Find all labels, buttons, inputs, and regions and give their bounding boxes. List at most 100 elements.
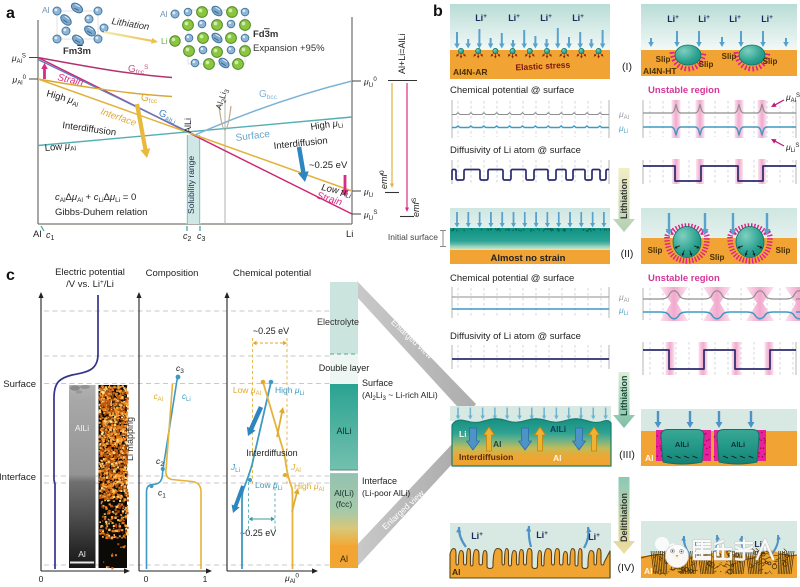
svg-text:(II): (II) xyxy=(621,248,634,260)
svg-text:Slip: Slip xyxy=(710,253,725,262)
svg-text:Slip: Slip xyxy=(722,52,737,61)
svg-text:Li+: Li+ xyxy=(588,532,600,542)
svg-text:μLi0: μLi0 xyxy=(363,76,377,89)
svg-text:Li+: Li+ xyxy=(475,13,487,23)
svg-text:Unstable region: Unstable region xyxy=(648,85,720,96)
svg-text:c1: c1 xyxy=(46,230,55,242)
svg-text:Composition: Composition xyxy=(146,268,199,279)
svg-text:High μLi: High μLi xyxy=(275,385,304,397)
svg-text:Fm3m: Fm3m xyxy=(63,46,91,57)
svg-text:/V vs. Li+/Li: /V vs. Li+/Li xyxy=(66,279,114,290)
svg-text:Li+: Li+ xyxy=(508,13,520,23)
svg-text:c3: c3 xyxy=(176,363,184,375)
svg-text:μAl: μAl xyxy=(618,109,629,121)
svg-text:μAl0: μAl0 xyxy=(12,74,27,87)
svg-text:emf0: emf0 xyxy=(379,170,389,189)
svg-text:Initial surface: Initial surface xyxy=(388,232,438,242)
svg-text:Low μAl: Low μAl xyxy=(44,140,77,155)
svg-text:Double layer: Double layer xyxy=(319,363,370,373)
svg-text:Li: Li xyxy=(459,429,467,439)
svg-text:High μAl: High μAl xyxy=(294,481,324,493)
svg-text:Al: Al xyxy=(340,554,348,564)
svg-text:0: 0 xyxy=(144,574,149,584)
svg-text:Al4N-AR: Al4N-AR xyxy=(453,67,487,77)
svg-text:Electric potential: Electric potential xyxy=(55,267,125,278)
svg-text:AlLi: AlLi xyxy=(336,426,351,436)
svg-text:Slip: Slip xyxy=(648,246,663,255)
svg-text:(I): (I) xyxy=(622,61,632,73)
svg-text:JAl: JAl xyxy=(290,462,301,474)
svg-text:GfccS: GfccS xyxy=(128,64,149,76)
svg-text:cAlΔμAl + cLiΔμLi = 0: cAlΔμAl + cLiΔμLi = 0 xyxy=(55,192,136,204)
svg-text:Al4N-HT: Al4N-HT xyxy=(643,66,677,76)
svg-text:μLi: μLi xyxy=(618,305,628,317)
svg-text:c3: c3 xyxy=(197,231,206,243)
svg-text:Al: Al xyxy=(553,453,562,463)
svg-text:μLi: μLi xyxy=(363,187,373,199)
svg-text:Delithiation: Delithiation xyxy=(619,493,629,542)
svg-text:0: 0 xyxy=(39,574,44,584)
svg-text:Electrolyte: Electrolyte xyxy=(317,317,359,327)
svg-text:Diffusivity of Li atom @ surfa: Diffusivity of Li atom @ surface xyxy=(450,331,581,342)
svg-text:Li: Li xyxy=(161,36,168,46)
svg-text:Li+: Li+ xyxy=(698,14,710,24)
svg-text:Chemical potential: Chemical potential xyxy=(233,268,311,279)
svg-text:cLi: cLi xyxy=(182,392,191,403)
svg-text:μLi: μLi xyxy=(618,123,628,135)
svg-text:Chemical potential @ surface: Chemical potential @ surface xyxy=(450,273,574,284)
svg-text:Li+: Li+ xyxy=(667,14,679,24)
svg-text:Al: Al xyxy=(160,9,168,19)
svg-text:Li+: Li+ xyxy=(761,14,773,24)
svg-text:Interface: Interface xyxy=(362,476,397,486)
svg-text:cAl: cAl xyxy=(154,392,163,403)
svg-text:Gibbs-Duhem relation: Gibbs-Duhem relation xyxy=(55,207,147,218)
svg-text:Li: Li xyxy=(346,229,353,240)
svg-text:μAl: μAl xyxy=(618,292,629,304)
svg-text:Slip: Slip xyxy=(699,60,714,69)
svg-text:Unstable region: Unstable region xyxy=(648,273,720,284)
svg-text:Low μLi: Low μLi xyxy=(255,480,282,492)
svg-text:1: 1 xyxy=(203,574,208,584)
svg-text:b: b xyxy=(433,3,443,20)
svg-text:Interface: Interface xyxy=(0,472,36,483)
svg-text:Interdiffusion: Interdiffusion xyxy=(246,448,297,458)
svg-text:AlLi: AlLi xyxy=(183,118,193,133)
svg-text:AlLi: AlLi xyxy=(75,423,89,433)
svg-text:c1: c1 xyxy=(158,488,166,500)
svg-text:Al: Al xyxy=(645,453,654,463)
svg-text:Expansion +95%: Expansion +95% xyxy=(253,43,325,54)
svg-text:(Al2Li3 ~ Li-rich AlLi): (Al2Li3 ~ Li-rich AlLi) xyxy=(362,390,438,402)
svg-text:Solubility range: Solubility range xyxy=(186,156,196,214)
svg-text:Surface: Surface xyxy=(235,129,271,144)
svg-text:(III): (III) xyxy=(619,449,635,461)
svg-text:Al: Al xyxy=(33,229,41,240)
svg-text:Al: Al xyxy=(452,567,461,577)
svg-text:AlLi: AlLi xyxy=(731,440,745,449)
svg-text:c2: c2 xyxy=(183,231,192,243)
svg-text:Lithiation: Lithiation xyxy=(619,376,629,417)
svg-text:a: a xyxy=(6,5,15,22)
svg-text:(fcc): (fcc) xyxy=(336,499,353,509)
svg-text:c2: c2 xyxy=(156,456,164,468)
svg-text:emfS: emfS xyxy=(411,197,421,217)
svg-text:AlLi: AlLi xyxy=(550,424,566,434)
svg-text:~0.25 eV: ~0.25 eV xyxy=(253,326,289,336)
svg-text:Al: Al xyxy=(644,566,653,576)
svg-text:Li mapping: Li mapping xyxy=(125,417,135,461)
svg-text:Surface: Surface xyxy=(362,378,393,388)
svg-text:Slip: Slip xyxy=(763,57,778,66)
svg-text:Diffusivity of Li atom @ surfa: Diffusivity of Li atom @ surface xyxy=(450,145,581,156)
svg-text:Surface: Surface xyxy=(3,379,36,390)
svg-text:μAlS: μAlS xyxy=(785,92,800,104)
svg-text:Slip: Slip xyxy=(776,246,791,255)
svg-text:Elastic stress: Elastic stress xyxy=(515,60,571,73)
svg-text:Fd3m: Fd3m xyxy=(253,29,278,40)
svg-text:Almost no strain: Almost no strain xyxy=(491,253,566,264)
svg-text:Li+: Li+ xyxy=(540,13,552,23)
svg-text:Li+: Li+ xyxy=(471,531,483,541)
svg-text:AlLi: AlLi xyxy=(675,440,689,449)
svg-text:c: c xyxy=(6,267,15,284)
svg-text:(Li-poor AlLi): (Li-poor AlLi) xyxy=(362,488,410,498)
svg-text:Low μAl: Low μAl xyxy=(233,385,261,397)
svg-text:Al+Li=AlLi: Al+Li=AlLi xyxy=(397,33,407,74)
